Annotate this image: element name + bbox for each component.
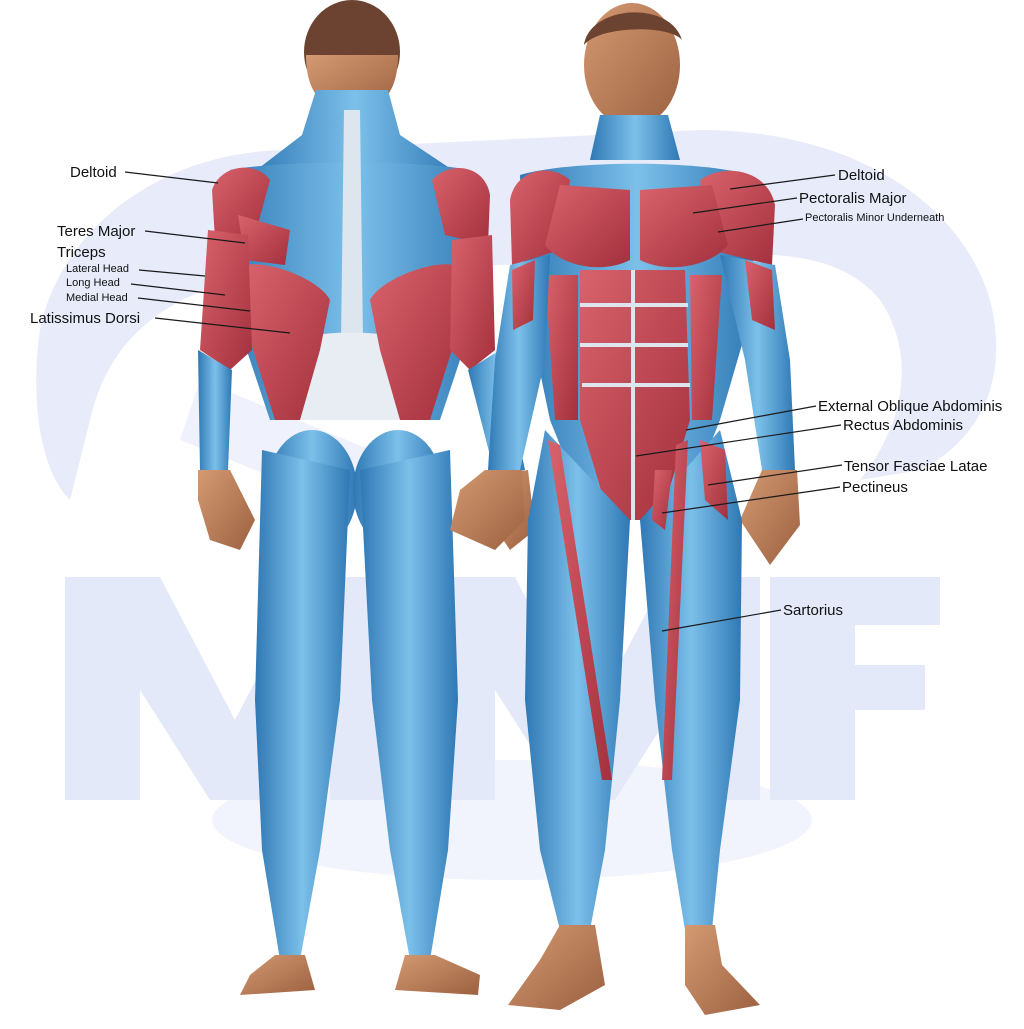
front-hand-left	[450, 470, 525, 550]
watermark-letter-f	[770, 577, 940, 800]
front-foot-right	[685, 925, 760, 1015]
front-sartorius-right	[662, 440, 688, 780]
label-back-deltoid: Deltoid	[70, 164, 117, 181]
front-pectoralis-major-left	[545, 185, 630, 268]
front-external-oblique-right	[690, 275, 722, 420]
back-triceps-left	[200, 230, 252, 370]
front-leg-right	[640, 430, 742, 930]
label-back-triceps: Triceps	[57, 244, 106, 261]
watermark-letter-m	[65, 577, 405, 800]
leader-line-front-pectoralis-major	[692, 197, 798, 214]
front-arm-left	[488, 255, 550, 470]
leader-lines	[124, 171, 843, 632]
label-front-sartorius: Sartorius	[783, 602, 844, 619]
back-foot-left	[240, 955, 315, 995]
label-back-teres-major: Teres Major	[57, 223, 136, 240]
label-back-latissimus-dorsi: Latissimus Dorsi	[30, 310, 141, 327]
front-arm-right	[720, 255, 795, 470]
leader-line-back-medial-head	[137, 297, 251, 312]
leader-line-back-latissimus-dorsi	[154, 317, 291, 334]
leader-line-back-teres-major	[144, 230, 246, 244]
front-pectoralis-major-right	[640, 185, 728, 268]
front-external-oblique-left	[545, 275, 578, 420]
back-latissimus-right	[370, 264, 455, 420]
leader-line-back-long-head	[130, 283, 226, 296]
figure-back-view	[198, 0, 535, 995]
front-sartorius-left	[548, 440, 612, 780]
back-leg-left	[255, 450, 350, 960]
label-back-long-head: Long Head	[66, 277, 120, 289]
back-latissimus-left	[245, 264, 330, 420]
back-hand-left	[198, 470, 255, 550]
label-back-lateral-head: Lateral Head	[66, 263, 129, 275]
front-leg-left	[525, 430, 630, 930]
leader-line-back-deltoid	[124, 171, 219, 184]
label-front-pectoralis-minor-underneath: Pectoralis Minor Underneath	[805, 212, 945, 224]
leader-line-front-pectoralis-minor-underneath	[717, 218, 804, 233]
label-front-tensor-fasciae-latae: Tensor Fasciae Latae	[844, 458, 988, 475]
label-back-medial-head: Medial Head	[66, 292, 128, 304]
leader-line-front-deltoid	[729, 174, 836, 190]
front-foot-left	[508, 925, 605, 1010]
leader-line-back-lateral-head	[138, 269, 206, 277]
figure-front-view	[450, 3, 800, 1015]
back-deltoid-right	[432, 168, 490, 245]
leader-line-front-external-oblique-abdominis	[685, 405, 817, 431]
front-tensor-fasciae-latae	[700, 440, 728, 520]
label-front-pectineus: Pectineus	[842, 479, 908, 496]
leader-line-front-rectus-abdominis	[635, 424, 842, 457]
leader-line-front-pectineus	[661, 486, 841, 514]
back-foot-right	[395, 955, 480, 995]
label-front-pectoralis-major: Pectoralis Major	[799, 190, 907, 207]
back-triceps-right	[450, 235, 495, 370]
front-pectineus	[652, 470, 672, 530]
leader-line-front-tensor-fasciae-latae	[707, 464, 843, 486]
back-leg-right	[360, 450, 458, 960]
label-front-deltoid: Deltoid	[838, 167, 885, 184]
leader-line-front-sartorius	[661, 609, 782, 632]
label-front-external-oblique-abdominis: External Oblique Abdominis	[818, 398, 1003, 415]
front-hand-right	[740, 470, 800, 565]
label-front-rectus-abdominis: Rectus Abdominis	[843, 417, 964, 434]
back-teres-major	[238, 215, 290, 265]
front-head	[584, 3, 680, 127]
